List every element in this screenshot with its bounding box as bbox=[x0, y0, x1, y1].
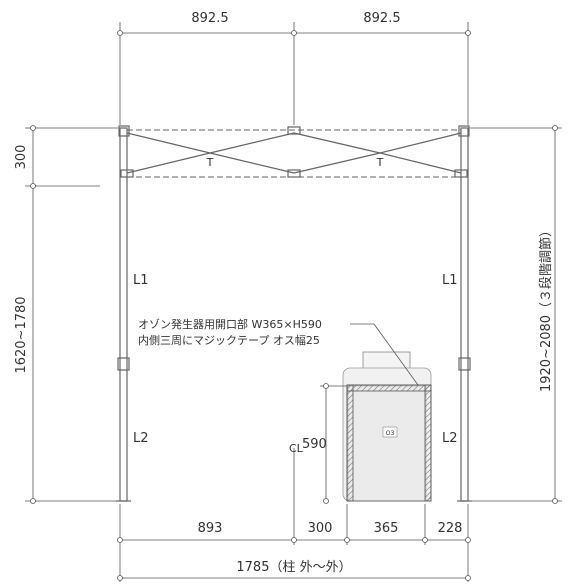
right-dimension: 1920~2080（３段階調節） bbox=[470, 125, 562, 504]
right-leg-lower-label: L2 bbox=[442, 431, 458, 446]
opening-callout: オゾン発生器用開口部 W365×H590 内側三周にマジックテープ オス幅25 bbox=[138, 317, 419, 386]
centerline-marker: CL bbox=[289, 442, 304, 545]
left-leg-upper-label: L1 bbox=[133, 273, 149, 288]
device-display bbox=[382, 426, 398, 438]
bottom-mid-dimension: 300 bbox=[308, 521, 333, 536]
ozone-generator: O3 bbox=[342, 351, 432, 502]
centerline-label: CL bbox=[289, 442, 304, 455]
left-top-height-label: 300 bbox=[14, 145, 29, 170]
callout-line-2: 内側三周にマジックテープ オス幅25 bbox=[138, 333, 320, 347]
right-leg-joint bbox=[458, 357, 471, 371]
bottom-left-dimension: 893 bbox=[198, 521, 223, 536]
top-left-span-label: 892.5 bbox=[191, 11, 228, 26]
bottom-opening-dimension: 365 bbox=[374, 521, 399, 536]
right-leg bbox=[460, 127, 469, 502]
bottom-right-dimension: 228 bbox=[438, 521, 463, 536]
opening-height-label: 590 bbox=[302, 437, 327, 452]
left-dimension: 300 1620~1780 bbox=[14, 125, 118, 504]
opening-height-dimension: 590 bbox=[302, 383, 347, 504]
top-dimension: 892.5 892.5 bbox=[117, 11, 471, 125]
right-height-range-label: 1920~2080（３段階調節） bbox=[539, 224, 554, 392]
top-right-span-label: 892.5 bbox=[363, 11, 400, 26]
opening-hatched-frame bbox=[346, 384, 432, 502]
device-display-text: O3 bbox=[386, 430, 395, 437]
callout-line-1: オゾン発生器用開口部 W365×H590 bbox=[138, 317, 322, 331]
left-leg bbox=[119, 127, 128, 502]
roof-truss: T T bbox=[120, 126, 468, 178]
right-leg-upper-label: L1 bbox=[442, 273, 458, 288]
left-height-range-label: 1620~1780 bbox=[14, 296, 29, 373]
left-leg-lower-label: L2 bbox=[133, 431, 149, 446]
bottom-dimensions: 893 300 365 228 1785（柱 外～外） bbox=[117, 504, 471, 582]
total-width-label: 1785（柱 外～外） bbox=[236, 560, 351, 575]
truss-mark-left: T bbox=[206, 156, 214, 169]
truss-mark-right: T bbox=[376, 156, 384, 169]
tent-frame bbox=[116, 125, 472, 502]
left-leg-joint bbox=[117, 357, 130, 371]
